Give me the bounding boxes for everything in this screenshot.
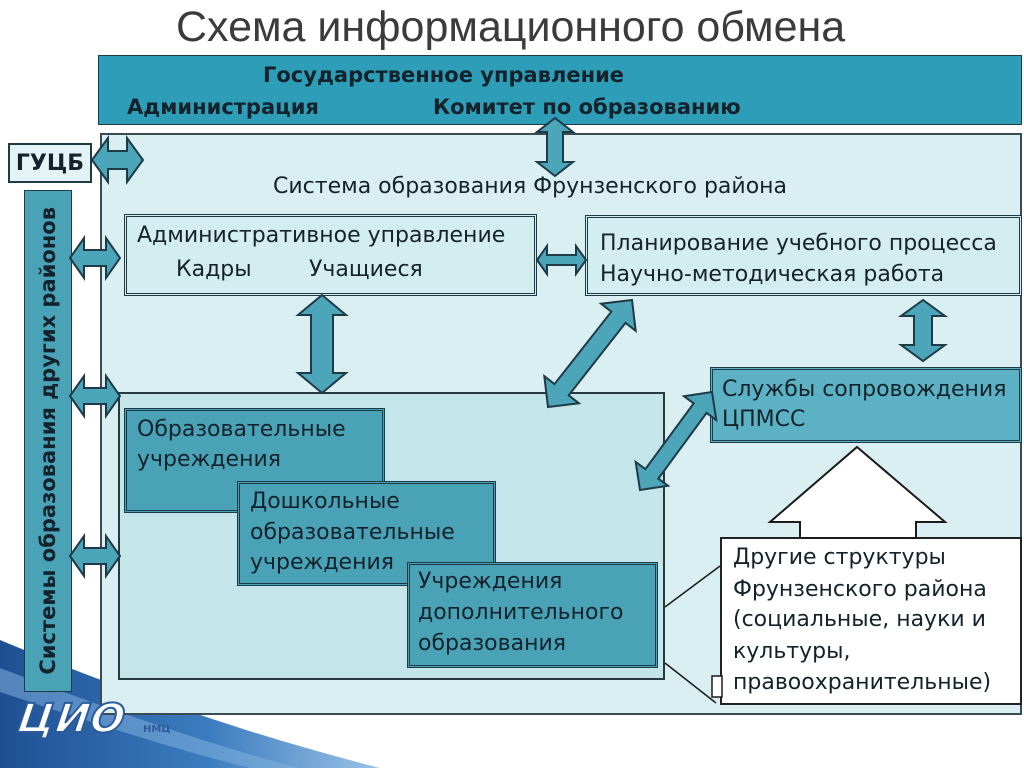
education-committee-label: Комитет по образованию (433, 95, 741, 119)
other-structures-line-5: правоохранительные) (733, 670, 992, 695)
additional-line-3: образования (418, 631, 566, 656)
other-structures-line-1: Другие структуры (733, 545, 946, 570)
planning-line-2: Научно-методическая работа (600, 262, 945, 287)
preschool-line-1: Дошкольные (250, 489, 400, 514)
other-structures-line-2: Фрунзенского района (733, 577, 987, 602)
logo-mark: ЦИО (14, 695, 130, 743)
administrative-management-box: Административное управление Кадры Учащие… (124, 214, 537, 296)
district-system-title: Система образования Фрунзенского района (273, 174, 788, 199)
other-districts-strip: Системы образования других районов (24, 190, 72, 692)
planning-box: Планирование учебного процесса Научно-ме… (585, 215, 1022, 296)
other-structures-line-3: (социальные, науки и (733, 607, 986, 632)
gucb-label: ГУЦБ (15, 150, 85, 176)
planning-line-1: Планирование учебного процесса (600, 231, 997, 256)
support-line-2: ЦПМСС (722, 407, 806, 432)
swoosh-band (0, 640, 380, 768)
support-line-1: Службы сопровождения (722, 377, 1007, 402)
support-services-box: Службы сопровождения ЦПМСС (710, 367, 1022, 443)
educational-institutions-line-2: учреждения (137, 447, 281, 472)
other-structures-line-4: культуры, (733, 639, 851, 664)
administration-label: Администрация (127, 95, 319, 119)
cio-logo: ЦИО НМЦ (14, 695, 171, 743)
logo-org-label: НМЦ (143, 724, 171, 735)
additional-line-2: дополнительного (418, 600, 624, 625)
staff-label: Кадры (176, 257, 252, 282)
government-box: Государственное управление Администрация… (98, 55, 1022, 125)
students-label: Учащиеся (309, 257, 423, 282)
preschool-line-3: учреждения (250, 550, 394, 575)
gucb-box: ГУЦБ (8, 143, 92, 183)
additional-education-box: Учреждения дополнительного образования (407, 562, 658, 668)
other-structures-box: Другие структуры Фрунзенского района (со… (720, 537, 1022, 705)
educational-institutions-line-1: Образовательные (137, 417, 346, 442)
other-districts-label: Системы образования других районов (35, 207, 60, 675)
preschool-line-2: образовательные (250, 520, 455, 545)
administrative-heading: Административное управление (137, 223, 506, 248)
preschool-institutions-box: Дошкольные образовательные учреждения (237, 481, 496, 586)
slide-title: Схема информационного обмена (176, 3, 846, 51)
additional-line-1: Учреждения (418, 569, 563, 594)
government-heading: Государственное управление (263, 63, 625, 87)
